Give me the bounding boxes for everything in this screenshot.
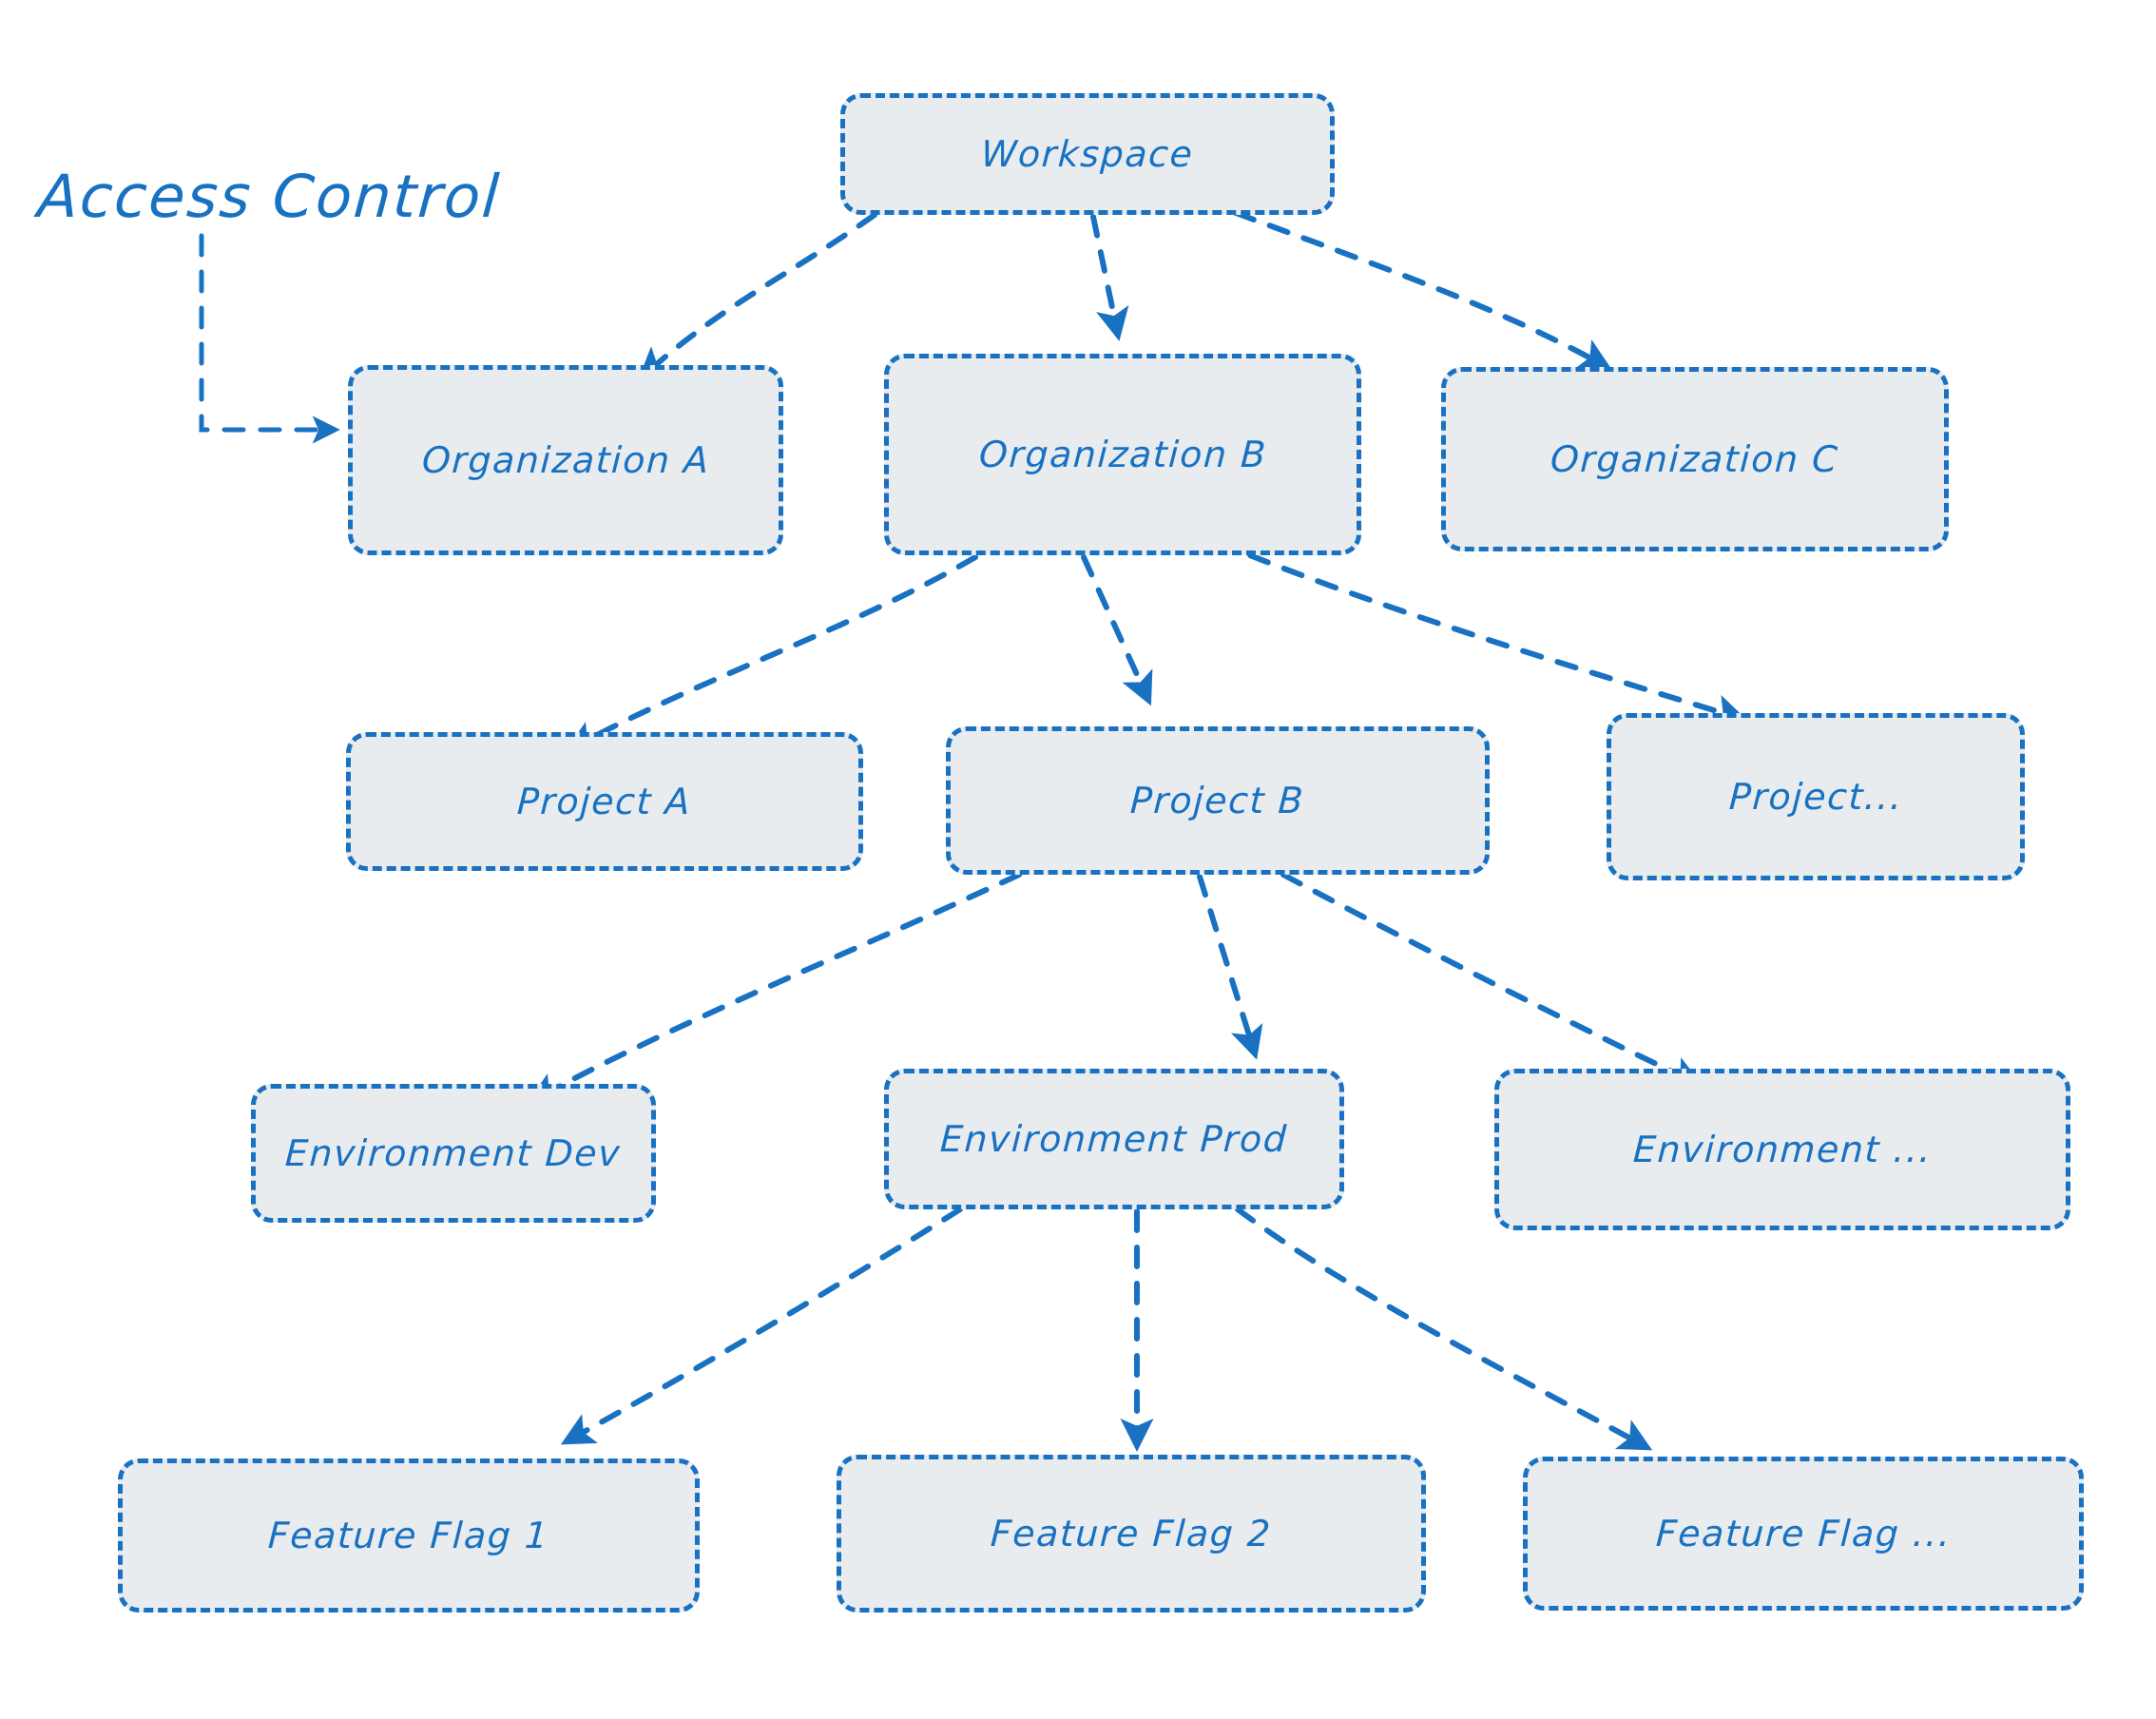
node-label-workspace: Workspace xyxy=(980,133,1195,175)
node-label-environment-more: Environment ... xyxy=(1631,1129,1934,1170)
edge-organization-b-project-b xyxy=(1081,554,1153,706)
edge-workspace-organization-a xyxy=(637,212,877,381)
node-feature-flag-more[interactable]: Feature Flag ... xyxy=(1523,1457,2084,1611)
annotation-access-control: Access Control xyxy=(35,162,504,231)
node-feature-flag-1[interactable]: Feature Flag 1 xyxy=(118,1458,700,1613)
node-organization-c[interactable]: Organization C xyxy=(1441,367,1949,551)
node-project-a[interactable]: Project A xyxy=(346,732,863,871)
node-organization-a[interactable]: Organization A xyxy=(348,365,783,555)
node-label-project-more: Project... xyxy=(1727,776,1904,818)
node-label-feature-flag-1: Feature Flag 1 xyxy=(267,1515,550,1556)
edge-project-b-environment-prod xyxy=(1197,874,1263,1060)
node-project-b[interactable]: Project B xyxy=(946,726,1490,875)
node-label-environment-dev: Environment Dev xyxy=(284,1132,623,1174)
node-label-feature-flag-more: Feature Flag ... xyxy=(1654,1513,1953,1555)
node-label-feature-flag-2: Feature Flag 2 xyxy=(990,1513,1273,1555)
edge-environment-prod-feature-flag-1 xyxy=(560,1207,963,1445)
node-label-environment-prod: Environment Prod xyxy=(939,1118,1289,1160)
edge-workspace-organization-c xyxy=(1233,210,1613,371)
edge-project-b-environment-more xyxy=(1280,872,1704,1088)
node-feature-flag-2[interactable]: Feature Flag 2 xyxy=(837,1455,1426,1613)
node-label-project-a: Project A xyxy=(516,781,693,822)
edge-project-b-environment-dev xyxy=(526,872,1022,1105)
edge-workspace-organization-b xyxy=(1090,214,1129,341)
node-environment-dev[interactable]: Environment Dev xyxy=(251,1084,656,1223)
edge-organization-b-project-more xyxy=(1214,539,1748,727)
node-organization-b[interactable]: Organization B xyxy=(884,354,1361,555)
node-workspace[interactable]: Workspace xyxy=(840,93,1335,215)
node-label-project-b: Project B xyxy=(1129,780,1306,821)
node-environment-more[interactable]: Environment ... xyxy=(1494,1069,2070,1230)
edge-organization-b-project-a xyxy=(564,554,978,753)
node-label-organization-a: Organization A xyxy=(420,439,711,481)
edge-environment-prod-feature-flag-more xyxy=(1235,1207,1653,1451)
node-project-more[interactable]: Project... xyxy=(1607,713,2025,880)
node-label-organization-c: Organization C xyxy=(1550,438,1840,480)
node-label-organization-b: Organization B xyxy=(977,434,1268,475)
edge-access-control-to-organization-a xyxy=(199,233,340,444)
node-environment-prod[interactable]: Environment Prod xyxy=(884,1069,1344,1209)
